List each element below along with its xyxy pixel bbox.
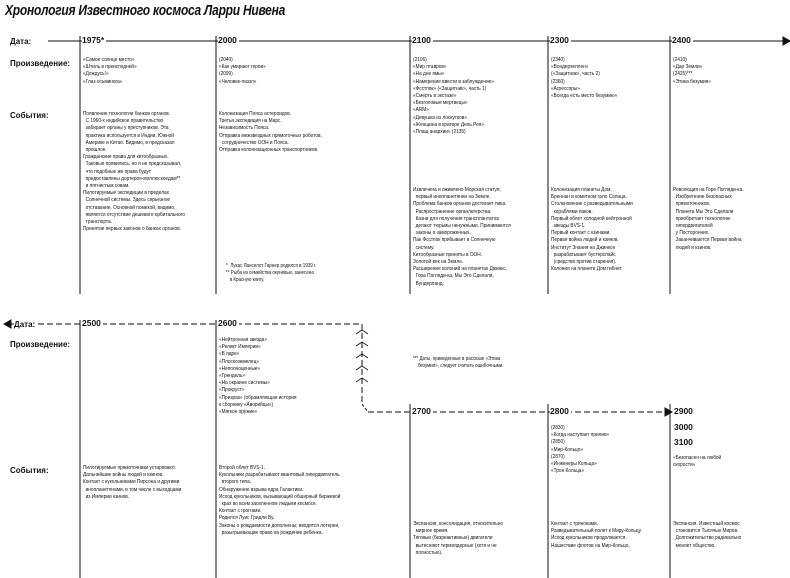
works-label-2: Произведение:	[10, 340, 71, 349]
events-3100: Экспансия. Известный космос становится Т…	[673, 521, 742, 549]
year-2000: 2000	[218, 35, 239, 45]
works-1975: «Самое солнце место» «Штиль в преисподне…	[83, 57, 137, 85]
events-label-2: События:	[10, 466, 49, 475]
events-2000: Колонизация Пояса астероидов. Третья экс…	[219, 111, 322, 154]
works-2100: (2106) «Мир птавров» «На дне ямы» «Намер…	[413, 57, 494, 136]
year-2300: 2300	[550, 35, 571, 45]
events-2700: Экспансия, консолидация, относительно ми…	[413, 521, 504, 556]
date-label: Дата:	[10, 37, 32, 46]
year-3100: 3100	[674, 437, 695, 447]
events-label: События:	[10, 111, 49, 120]
year-2600: 2600	[218, 318, 239, 328]
events-2800: Контакт с триноками. Разведывательный по…	[551, 521, 642, 549]
page-title: Хронология Известного космоса Ларри Ниве…	[5, 2, 286, 19]
date-label-2: Дата:	[14, 320, 36, 329]
events-2300: Колонизация планеты Дом. Бреннан в комет…	[551, 187, 633, 273]
works-2000: (2040) «Как умирают герои» (2099) «Челов…	[219, 57, 266, 85]
works-2400: (2410) «Дар Земли» (2425)*** «Этика безу…	[673, 57, 711, 85]
year-2400: 2400	[672, 35, 693, 45]
year-2100: 2100	[412, 35, 433, 45]
year-2800: 2800	[550, 406, 571, 416]
year-2500: 2500	[82, 318, 103, 328]
events-2100: Извлечена и оживлено Морская статуя; пер…	[413, 187, 511, 287]
year-2700: 2700	[412, 406, 433, 416]
works-2600: «Нейтронная звезда» «Реликт Империи» «В …	[219, 337, 297, 416]
works-label: Произведение:	[10, 59, 71, 68]
footnote-3: *** Даты, приведенные в рассказе «Этика …	[413, 356, 504, 369]
works-3100: «Безопасен на любой скорости»	[673, 455, 722, 469]
events-2400: Революция на Горе Погляди-ка. Изобретени…	[673, 187, 744, 251]
works-2300: (2340) «Вондерхеллен» («Защитник», часть…	[551, 57, 618, 100]
year-2900: 2900	[674, 406, 695, 416]
footnotes: * Лукас Ланселот Гарнер родился в 1939 г…	[226, 263, 317, 283]
works-2800: (2830) «Когда наступает прилив» (2850) «…	[551, 425, 610, 475]
events-2600: Второй облет BVS-1. Кукольники разрабаты…	[219, 465, 341, 536]
events-2500: Пилотируемые прямоточники устаревают. Да…	[83, 465, 182, 500]
year-3000: 3000	[674, 422, 695, 432]
events-1975: Появление технологии банков органов. С 1…	[83, 111, 185, 233]
year-1975: 1975*	[82, 35, 107, 45]
